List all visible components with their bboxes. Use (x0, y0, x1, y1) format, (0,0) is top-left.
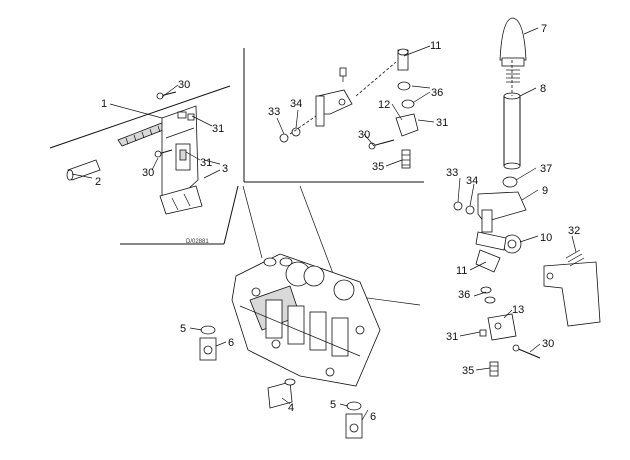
callout-31-left: 31 (200, 157, 212, 169)
control-valve-block (231, 253, 381, 387)
callout-12: 12 (378, 99, 390, 111)
callout-36-top: 36 (431, 87, 443, 99)
control-lever-column (453, 17, 541, 377)
callout-10: 10 (540, 232, 552, 244)
callout-6-left: 6 (228, 337, 234, 349)
callout-30-center: 30 (358, 129, 370, 141)
linkage-subassembly (279, 48, 419, 169)
callout-11-top: 11 (430, 40, 441, 52)
callout-34-center: 34 (290, 98, 302, 110)
callout-35-center: 35 (372, 161, 384, 173)
callout-30-left: 30 (142, 167, 154, 179)
callout-30-top-left: 30 (178, 79, 190, 91)
mounting-bracket (543, 249, 601, 327)
callout-31-right: 31 (446, 331, 458, 343)
callout-3: 3 (222, 163, 228, 175)
callout-32: 32 (568, 225, 580, 237)
callout-30-right: 30 (542, 338, 554, 350)
callout-2: 2 (95, 176, 101, 188)
callout-31-top-left: 31 (212, 123, 224, 135)
callout-37: 37 (540, 163, 552, 175)
callout-36-right: 36 (458, 289, 470, 301)
callout-9: 9 (542, 185, 548, 197)
valve-caps (263, 257, 355, 301)
callout-34-right: 34 (466, 175, 478, 187)
drawing-number: D/02881 (186, 239, 209, 245)
callout-8: 8 (540, 83, 546, 95)
callout-13: 13 (512, 304, 524, 316)
fittings (199, 325, 363, 439)
callout-4: 4 (288, 402, 294, 414)
callout-numbers: 1 2 3 4 5 6 7 8 9 10 11 11 12 13 30 30 3… (95, 23, 580, 423)
callout-7: 7 (541, 23, 547, 35)
callout-1: 1 (101, 98, 107, 110)
callout-31-center: 31 (436, 117, 448, 129)
callout-5-left: 5 (180, 323, 186, 335)
callout-5-bottom: 5 (330, 399, 336, 411)
callout-33-center: 33 (268, 106, 280, 118)
callout-33-right: 33 (446, 167, 458, 179)
lever-assembly: D/02881 (49, 85, 231, 245)
leader-lines (71, 27, 577, 421)
callout-35-right: 35 (462, 365, 474, 377)
callout-11-right: 11 (456, 265, 467, 277)
callout-6-bottom: 6 (370, 411, 376, 423)
